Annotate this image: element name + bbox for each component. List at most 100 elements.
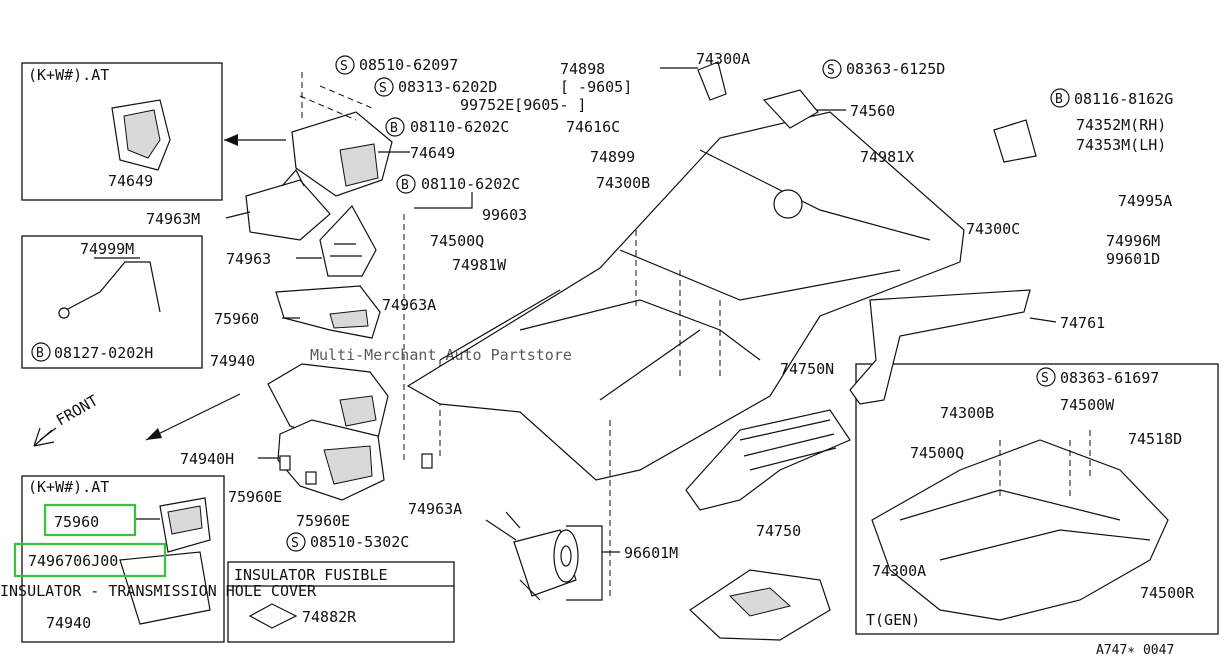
- direction-line: [145, 393, 241, 441]
- box-bottom-left-part-b[interactable]: 74940: [46, 614, 91, 632]
- box-top-left-title: (K+W#).AT: [28, 66, 109, 84]
- callout-74898[interactable]: 74898: [560, 60, 605, 78]
- direction-arrow-icon: [146, 428, 162, 440]
- box-tgen-title: T(GEN): [866, 611, 920, 629]
- leader-96601M: [566, 525, 620, 601]
- callout-74963M[interactable]: 74963M: [146, 210, 200, 228]
- callout-74300A-b[interactable]: 74300A: [872, 562, 926, 580]
- frame-fusible: [227, 561, 455, 643]
- callout-74500R[interactable]: 74500R: [1140, 584, 1195, 602]
- callout-74300B-b[interactable]: 74300B: [940, 404, 994, 422]
- highlight-box-75960: [43, 503, 137, 537]
- leader-74761: [1029, 317, 1057, 323]
- callout-b2[interactable]: 08110-6202C: [421, 175, 520, 193]
- callout-74940H[interactable]: 74940H: [180, 450, 234, 468]
- console-assembly-drawing: [245, 72, 441, 501]
- insulator-part-drawing: [111, 99, 171, 171]
- box-top-left-part[interactable]: 74649: [108, 172, 153, 190]
- callout-74750[interactable]: 74750: [756, 522, 801, 540]
- bracket-74352M-drawing: [993, 119, 1037, 163]
- callout-74761[interactable]: 74761: [1060, 314, 1105, 332]
- screw-s-icon-2: [374, 77, 394, 97]
- bolt-b-icon: [31, 342, 51, 362]
- callout-b1-prefix: B: [390, 121, 398, 136]
- callout-s4-prefix: S: [827, 63, 835, 78]
- callout-74963[interactable]: 74963: [226, 250, 271, 268]
- callout-b1[interactable]: 08110-6202C: [410, 118, 509, 136]
- leader-b2: [414, 192, 473, 209]
- callout-s2b[interactable]: 99752E[9605- ]: [460, 96, 586, 114]
- callout-74981W[interactable]: 74981W: [452, 256, 507, 274]
- callout-75960E-a[interactable]: 75960E: [228, 488, 282, 506]
- callout-74940[interactable]: 74940: [210, 352, 255, 370]
- cover-part-drawing: [119, 497, 211, 625]
- callout-74300B[interactable]: 74300B: [596, 174, 650, 192]
- callout-b3[interactable]: 08116-8162G: [1074, 90, 1173, 108]
- callout-74353M[interactable]: 74353M(LH): [1076, 136, 1166, 154]
- callout-74995A[interactable]: 74995A: [1118, 192, 1172, 210]
- callout-74963A[interactable]: 74963A: [382, 296, 436, 314]
- callout-74981X[interactable]: 74981X: [860, 148, 914, 166]
- callout-74750N[interactable]: 74750N: [780, 360, 834, 378]
- highlight-code[interactable]: 7496706J00: [28, 552, 118, 570]
- callout-s5[interactable]: 08363-61697: [1060, 369, 1159, 387]
- frame-bottom-left: [21, 475, 225, 643]
- bolt-b-icon-3: [1050, 88, 1070, 108]
- callout-74500Q[interactable]: 74500Q: [430, 232, 484, 250]
- box-mid-left-part[interactable]: 74999M: [80, 240, 134, 258]
- callout-s1-prefix: S: [340, 59, 348, 74]
- diagram-code: A747∗ 0047: [1096, 643, 1174, 658]
- front-arrow-icon: [33, 427, 57, 447]
- insulator-74750-shade: [728, 587, 792, 617]
- fusible-part-drawing: [248, 603, 298, 629]
- watermark: Multi-Merchant Auto Partstore: [310, 346, 572, 364]
- highlight-box-code: [13, 542, 167, 578]
- bracket-74898-drawing: [697, 61, 727, 101]
- callout-74899[interactable]: 74899: [590, 148, 635, 166]
- callout-s2-extra: [ -9605]: [560, 78, 632, 96]
- box-mid-left-bolt[interactable]: 08127-0202H: [54, 344, 153, 362]
- callout-74300C[interactable]: 74300C: [966, 220, 1020, 238]
- box-fusible-part[interactable]: 74882R: [302, 608, 357, 626]
- callout-99603[interactable]: 99603: [482, 206, 527, 224]
- callout-74560[interactable]: 74560: [850, 102, 895, 120]
- arrow-left-icon: [224, 134, 238, 146]
- floor-panel-drawing: [406, 111, 1031, 600]
- bolt-b-icon-2: [396, 174, 416, 194]
- screw-s-icon-1: [335, 55, 355, 75]
- box-fusible-title: INSULATOR FUSIBLE: [234, 566, 388, 584]
- callout-74500Q-b[interactable]: 74500Q: [910, 444, 964, 462]
- box-mid-left-bolt-prefix: B: [36, 346, 44, 361]
- callout-b2-prefix: B: [401, 178, 409, 193]
- callout-75960[interactable]: 75960: [214, 310, 259, 328]
- callout-s2[interactable]: 08313-6202D: [398, 78, 497, 96]
- cover-74560-drawing: [762, 89, 819, 129]
- box-bottom-left-part-a[interactable]: 75960: [54, 513, 99, 531]
- frame-mid-left: [21, 235, 203, 369]
- callout-74996M[interactable]: 74996M: [1106, 232, 1160, 250]
- callout-99601D[interactable]: 99601D: [1106, 250, 1160, 268]
- callout-74352M[interactable]: 74352M(RH): [1076, 116, 1166, 134]
- callout-74649[interactable]: 74649: [410, 144, 455, 162]
- rod-part-drawing: [58, 257, 161, 319]
- front-label: FRONT: [53, 391, 101, 429]
- insulator-ribs: [739, 419, 837, 471]
- callout-96601M[interactable]: 96601M: [624, 544, 678, 562]
- screw-s-icon-3: [286, 532, 306, 552]
- callout-74500W[interactable]: 74500W: [1060, 396, 1115, 414]
- muffler-96601M-drawing: [485, 511, 579, 601]
- callout-75960E-b[interactable]: 75960E: [296, 512, 350, 530]
- floor-tgen-drawing: [871, 430, 1169, 621]
- callout-74963A-b[interactable]: 74963A: [408, 500, 462, 518]
- frame-top-left: [21, 62, 223, 201]
- callout-74300A-top[interactable]: 74300A: [696, 50, 750, 68]
- callout-s3[interactable]: 08510-5302C: [310, 533, 409, 551]
- callout-s4[interactable]: 08363-6125D: [846, 60, 945, 78]
- callout-s2-prefix: S: [379, 81, 387, 96]
- part-tooltip: INSULATOR - TRANSMISSION HOLE COVER: [0, 582, 317, 600]
- callout-74518D[interactable]: 74518D: [1128, 430, 1182, 448]
- callout-74616C[interactable]: 74616C: [566, 118, 620, 136]
- insulator-74750N-drawing: [685, 409, 851, 511]
- callout-s1[interactable]: 08510-62097: [359, 56, 458, 74]
